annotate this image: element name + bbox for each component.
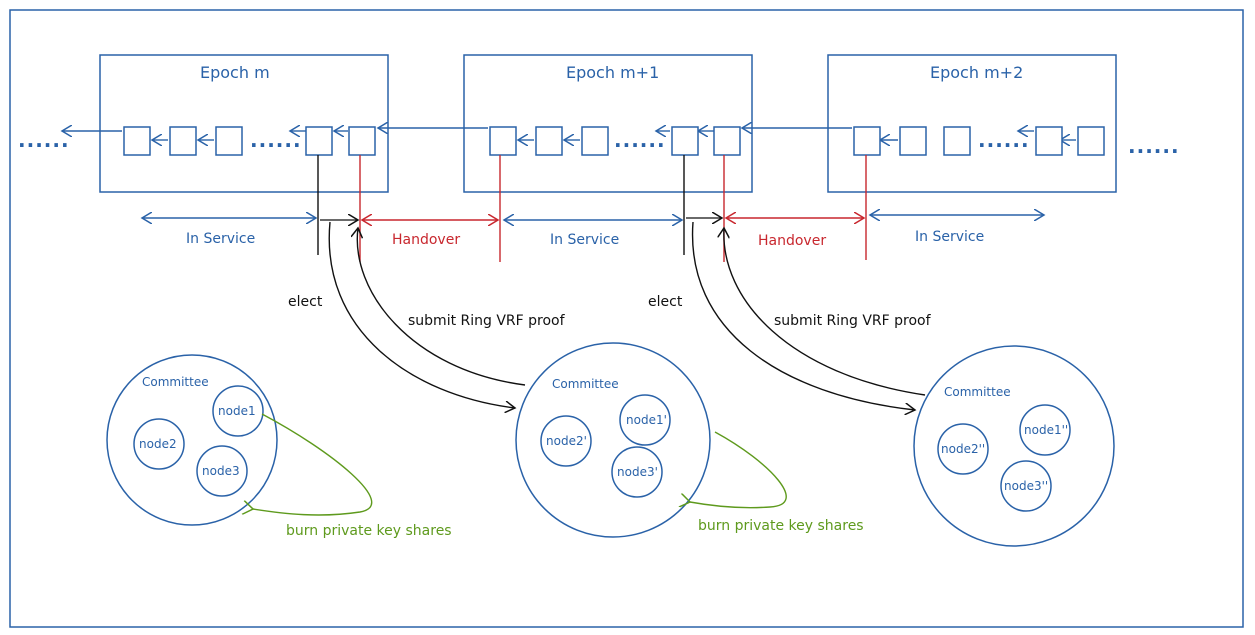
committee-circle bbox=[106, 354, 278, 526]
node-label: node2 bbox=[139, 437, 177, 451]
committee-circle bbox=[515, 342, 711, 538]
node-circle bbox=[212, 385, 264, 437]
node-label: node3'' bbox=[1004, 479, 1048, 493]
node-circle bbox=[619, 394, 671, 446]
block bbox=[489, 126, 517, 156]
in-service-label: In Service bbox=[186, 231, 255, 247]
chain-ellipsis-m1: ...... bbox=[614, 128, 666, 152]
node-circle bbox=[1019, 404, 1071, 456]
block bbox=[123, 126, 151, 156]
node-circle bbox=[1000, 460, 1052, 512]
epoch-box-m1 bbox=[463, 54, 753, 193]
block bbox=[348, 126, 376, 156]
committee-label: Committee bbox=[944, 385, 1011, 399]
chain-ellipsis-right: ...... bbox=[1128, 134, 1180, 158]
chain-ellipsis-m: ...... bbox=[250, 128, 302, 152]
node-label: node1'' bbox=[1024, 423, 1068, 437]
elect-curve bbox=[691, 221, 915, 410]
submit-label: submit Ring VRF proof bbox=[408, 313, 566, 329]
block bbox=[899, 126, 927, 156]
epoch-box-m2 bbox=[827, 54, 1117, 193]
committee-circle bbox=[913, 345, 1115, 547]
node-label: node2'' bbox=[941, 442, 985, 456]
outer-frame bbox=[9, 9, 1244, 628]
block bbox=[581, 126, 609, 156]
elect-label: elect bbox=[288, 294, 323, 310]
node-label: node1 bbox=[218, 404, 256, 418]
node-circle bbox=[133, 418, 185, 470]
node-circle bbox=[611, 446, 663, 498]
block bbox=[853, 126, 881, 156]
node-circle bbox=[937, 423, 989, 475]
node-circle bbox=[540, 415, 592, 467]
burn-loop bbox=[253, 413, 373, 516]
block bbox=[1077, 126, 1105, 156]
submit-label: submit Ring VRF proof bbox=[774, 313, 932, 329]
committee-label: Committee bbox=[552, 377, 619, 391]
chain-ellipsis-left: ...... bbox=[18, 128, 70, 152]
burn-label: burn private key shares bbox=[698, 518, 864, 534]
handover-label: Handover bbox=[758, 233, 826, 249]
in-service-label: In Service bbox=[550, 232, 619, 248]
committee-label: Committee bbox=[142, 375, 209, 389]
handover-label: Handover bbox=[392, 232, 460, 248]
burn-loop bbox=[690, 431, 787, 509]
node-label: node2' bbox=[546, 434, 587, 448]
elect-curve bbox=[328, 221, 515, 408]
chain-ellipsis-m2: ...... bbox=[978, 128, 1030, 152]
elect-label: elect bbox=[648, 294, 683, 310]
node-label: node3 bbox=[202, 464, 240, 478]
block bbox=[671, 126, 699, 156]
block bbox=[305, 126, 333, 156]
submit-curve bbox=[724, 228, 926, 396]
epoch-title-m: Epoch m bbox=[200, 63, 270, 82]
epoch-box-m bbox=[99, 54, 389, 193]
burn-label: burn private key shares bbox=[286, 523, 452, 539]
node-label: node3' bbox=[617, 465, 658, 479]
submit-curve bbox=[357, 228, 526, 386]
block bbox=[943, 126, 971, 156]
epoch-title-m2: Epoch m+2 bbox=[930, 63, 1023, 82]
epoch-title-m1: Epoch m+1 bbox=[566, 63, 659, 82]
node-circle bbox=[196, 445, 248, 497]
block bbox=[215, 126, 243, 156]
block bbox=[169, 126, 197, 156]
block bbox=[535, 126, 563, 156]
node-label: node1' bbox=[626, 413, 667, 427]
in-service-label: In Service bbox=[915, 229, 984, 245]
block bbox=[1035, 126, 1063, 156]
block bbox=[713, 126, 741, 156]
